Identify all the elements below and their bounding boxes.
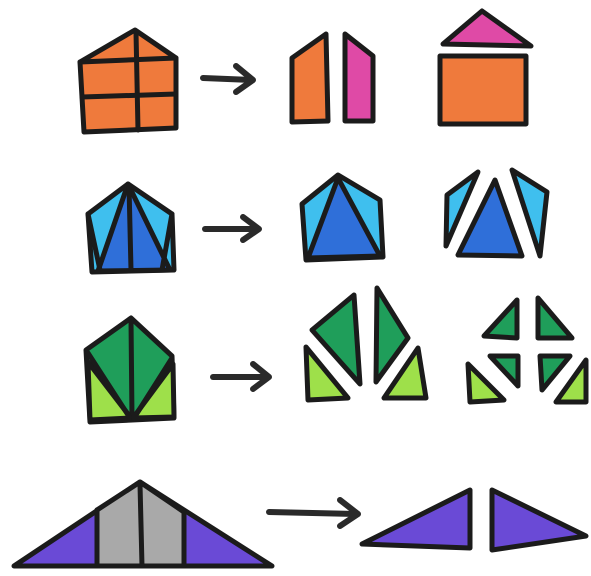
row-orange-house: [80, 11, 531, 132]
purple-right-half: [492, 490, 586, 550]
arrow-row-3: [213, 364, 269, 389]
green-small-dark-1: [484, 300, 517, 338]
row-blue-house: [88, 170, 547, 272]
blue-house-center-line: [129, 186, 131, 270]
green-small-dark-3: [490, 356, 518, 386]
purple-triangle-center-line: [140, 484, 142, 566]
orange-house-whole: [80, 30, 176, 132]
magenta-right-half: [345, 34, 373, 121]
blue-house-assembled: [302, 175, 383, 260]
orange-house-horizontal-line-2: [82, 94, 176, 97]
green-small-dark-2: [538, 298, 572, 338]
green-house-center-line: [131, 320, 132, 418]
orange-house-roof-body: [440, 11, 531, 124]
magenta-roof-triangle: [443, 11, 531, 46]
green-small-light-1: [468, 364, 504, 402]
arrow-row-4-shaft: [269, 512, 356, 514]
green-house-whole: [86, 318, 174, 422]
blue-house-whole: [88, 184, 174, 272]
purple-left-half: [362, 490, 470, 548]
orange-house-vertical-line: [136, 32, 138, 130]
orange-house-shape: [80, 30, 176, 132]
blue-house-pieces: [446, 170, 547, 256]
orange-left-half: [292, 34, 328, 122]
green-house-split: [306, 288, 426, 400]
row-green-house: [86, 288, 586, 422]
purple-triangle-halves: [362, 490, 586, 550]
arrow-row-1-shaft: [203, 78, 252, 80]
arrow-row-4: [269, 500, 358, 526]
arrow-row-1: [203, 66, 253, 92]
row-purple-triangle: [14, 482, 586, 566]
green-house-small-pieces: [468, 298, 586, 402]
arrow-row-2: [205, 217, 259, 240]
orange-body-rectangle: [440, 56, 526, 124]
purple-triangle-whole: [14, 482, 272, 566]
orange-house-halves: [292, 34, 373, 122]
